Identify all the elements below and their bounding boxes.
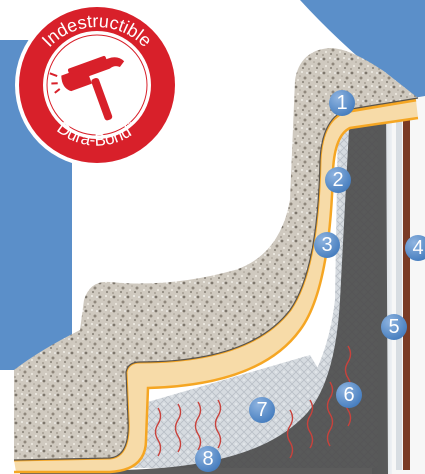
callout-3: 3 [314, 232, 340, 258]
svg-text:3: 3 [321, 234, 332, 256]
svg-text:7: 7 [256, 399, 267, 421]
callout-6: 6 [336, 382, 362, 408]
svg-text:8: 8 [202, 448, 213, 470]
dura-bond-badge: Indestructible Dura-Bond™ [15, 3, 179, 167]
svg-text:5: 5 [388, 316, 399, 338]
svg-text:2: 2 [332, 169, 343, 191]
callout-5: 5 [381, 314, 407, 340]
svg-text:6: 6 [343, 384, 354, 406]
svg-text:1: 1 [336, 92, 347, 114]
callout-8: 8 [195, 446, 221, 472]
callout-1: 1 [329, 90, 355, 116]
svg-text:4: 4 [412, 237, 423, 259]
callout-7: 7 [249, 397, 275, 423]
callout-2: 2 [325, 167, 351, 193]
